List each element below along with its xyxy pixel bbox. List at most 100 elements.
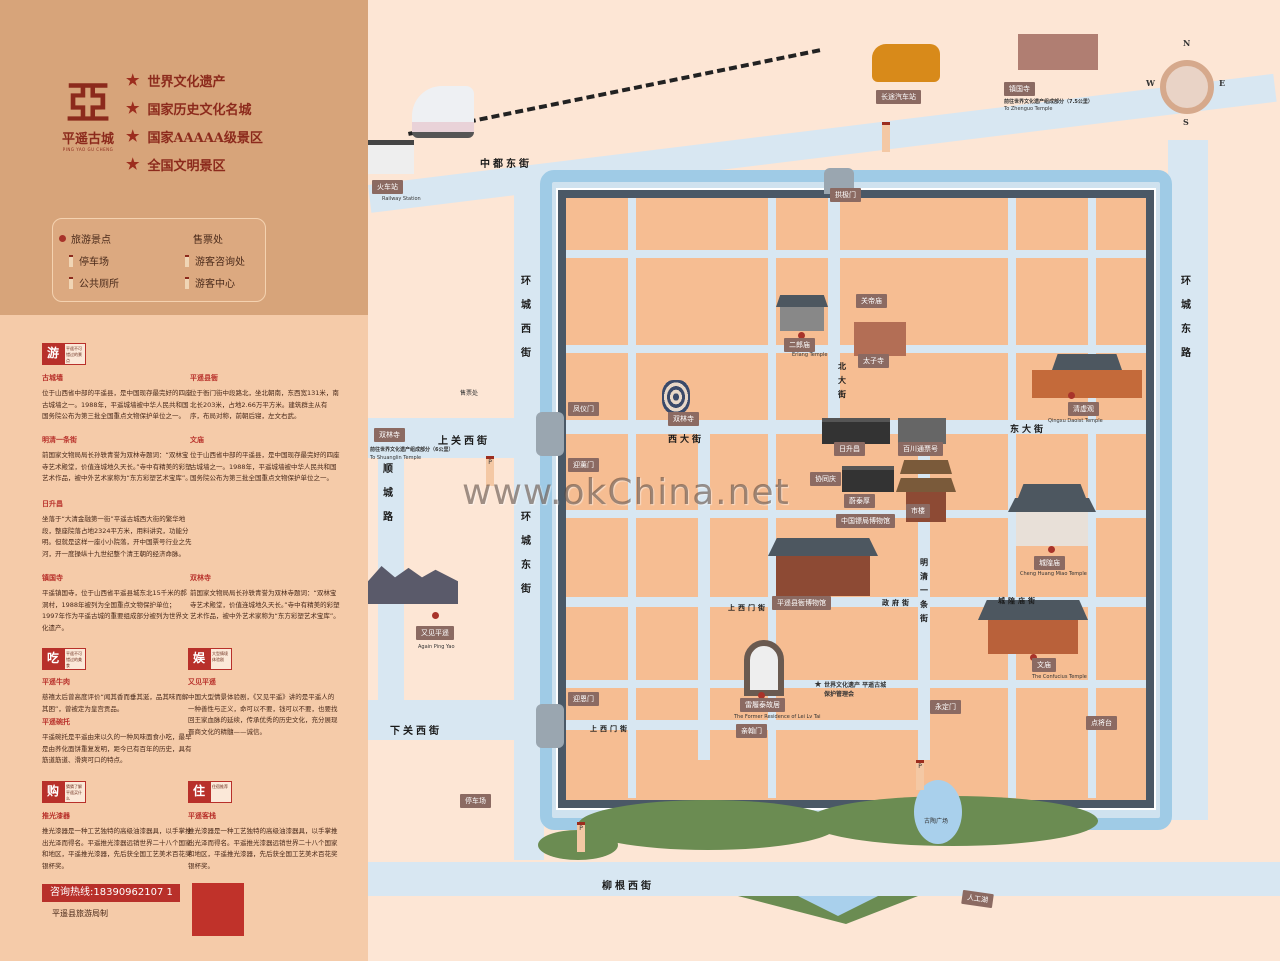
poi-shuanglin-temple-note: 前往世界文化遗产组成部分（6公里） [370,447,454,453]
info-panel-guide: 游 平遥不可错过的景点 古城墙位于山西省中部的平遥县，是中国现存最完好的四座古城… [0,315,368,961]
road-label-xidajie: 西大街 [668,435,705,445]
parking-sign-icon[interactable]: P [577,822,585,852]
poi-gongji-gate[interactable]: 拱极门 [830,188,861,202]
zhenguo-temple-building [1018,34,1098,70]
poi-shuanglin-temple[interactable]: 双林寺 [374,428,405,442]
attraction-marker[interactable] [798,332,805,339]
poi-again-pingyao-en: Again Ping Yao [418,644,455,650]
road-label-shangximen-alt: 上西门街 [728,604,768,612]
poi-railway-station[interactable]: 火车站 [372,180,403,194]
parking-sign-icon[interactable]: P [916,760,924,790]
section-badge-lodging: 住 住宿推荐 [188,781,232,803]
info-panel-header: 亞 平遥古城 PING YAO GU CHENG ★世界文化遗产 ★国家历史文化… [0,0,368,315]
brand-logo: 亞 平遥古城 PING YAO GU CHENG [58,78,118,153]
sign-post-icon [185,254,189,267]
train-icon [412,86,474,138]
poi-ticket-office: 售票处 [460,390,479,397]
honor-item: ★国家AAAAA级景区 [126,127,263,146]
weitaihou-building [842,466,894,492]
sign-post-icon [69,276,73,289]
attraction-marker[interactable] [432,612,439,619]
attraction-marker[interactable] [1030,654,1037,661]
poi-zhenguo-temple-en: To Zhenguo Temple [1004,106,1053,112]
green-park [578,800,838,850]
article: 平遥碗托平遥碗托是平遥由来以久的一种风味面食小吃，最早是由荞化面饼重复发明，距今… [42,718,192,764]
road-label-xiaguan: 下关西街 [390,726,442,737]
baichuantong-building [898,418,946,444]
poi-zhenguo-temple[interactable]: 镇国寺 [1004,82,1035,96]
poi-county-museum[interactable]: 平遥县衙博物馆 [772,596,831,610]
plaza-circle [914,780,962,844]
poi-parking-lot[interactable]: 停车场 [460,794,491,808]
attraction-marker[interactable] [1068,392,1075,399]
road-label-chenghuang: 城隍庙街 [998,597,1038,605]
brand-name: 平遥古城 [61,132,114,147]
poi-leilvtai-residence[interactable]: 雷履泰故居 [740,698,785,712]
article: 古城墙位于山西省中部的平遥县，是中国现存最完好的四座古城墙之一。1988年，平遥… [42,374,192,420]
article: 镇国寺平遥镇国寺，位于山西省平遥县城东北15千米的郝洞村，1988年被列为全国重… [42,574,189,632]
poi-fengyi-gate[interactable]: 凤仪门 [568,402,599,416]
poi-shuanglin-temple-en: To Shuanglin Temple [370,455,422,461]
road-label-shangximen: 上西门街 [590,725,630,733]
honor-item: ★国家历史文化名城 [126,99,252,118]
map-legend: 旅游景点 售票处 停车场 游客咨询处 公共厕所 游客中心 [52,218,266,302]
logo-gate-icon: 亞 [66,78,110,129]
road-label-zhongdu: 中都东街 [480,159,532,170]
poi-biaoju-museum[interactable]: 中国镖局博物馆 [836,514,895,528]
star-icon: ★ [814,680,823,690]
road-yamen [566,597,1146,607]
poi-guandi-temple[interactable]: 关帝庙 [856,294,887,308]
city-map[interactable]: P P P 中都东街 环城西街 环城东街 环城东路 上关西街 下关西街 顺城路 … [368,0,1280,961]
road-lane [1008,198,1016,798]
info-sign-icon[interactable] [882,122,890,152]
article: 平遥客栈推光漆器是一种工艺独特的高级油漆器具，以手掌推出光泽而得名。平遥推光漆器… [188,812,338,870]
poi-shilou[interactable]: 市楼 [906,504,930,518]
poi-baichuantong[interactable]: 百川通票号 [898,442,943,456]
poi-diaojiantai[interactable]: 点将台 [1086,716,1117,730]
poi-daxiu-gate[interactable]: 亲翰门 [736,724,767,738]
railway-station-building [368,140,414,174]
poi-shuanglin-pagoda[interactable]: 双林寺 [668,412,699,426]
poi-bus-station[interactable]: 长途汽车站 [876,90,921,104]
article: 平遥牛肉慈禧太后曾高度评价“闻其香而垂其涎，品其味而解其困”，曾被定为皇宫贡品。 [42,678,189,713]
poi-qingxu-temple[interactable]: 清虚观 [1068,402,1099,416]
poi-artificial-lake[interactable]: 人工湖 [961,889,994,909]
shuanglin-pagoda-icon [662,380,690,414]
poi-erlang-temple[interactable]: 二郎庙 [784,338,815,352]
poi-confucius-temple[interactable]: 文庙 [1032,658,1056,672]
article: 明清一条街前国家文物局局长孙轶青誉为双林寺题词：“双林宝寺艺术殿堂，价值连城地久… [42,436,192,482]
poi-taizi-temple[interactable]: 太子寺 [858,354,889,368]
poi-qingxu-temple-en: Qingxu Daoist Temple [1048,418,1103,424]
poi-leilvtai-residence-en: The Former Residence of Lei Lv Tai [734,714,821,720]
road-lane [1088,198,1096,798]
compass-east: E [1219,78,1226,88]
poi-jiaxun-gate[interactable]: 迎恩门 [568,692,599,706]
legend-item-parking: 停车场 [69,253,109,268]
road-label-liugen: 柳根西街 [602,881,654,892]
legend-item-ticket: 售票处 [193,235,223,246]
poi-rishengchang[interactable]: 日升昌 [834,442,865,456]
honors-list: ★世界文化遗产 ★国家历史文化名城 ★国家AAAAA级景区 ★全国文明景区 [126,66,263,178]
poi-chenghuang-temple[interactable]: 城隍庙 [1034,556,1065,570]
article: 又见平遥中国大型情景体验剧，《又见平遥》讲的是平遥人的一种善性与正义，命可以不要… [188,678,338,736]
article: 平遥县衙位于衙门街中段路北，坐北朝南，东西宽131米，南北长203米，占地2.6… [190,374,339,420]
rishengchang-building [822,418,890,444]
county-government-museum [768,538,878,596]
poi-railway-station-en: Railway Station [382,196,421,202]
erlang-temple-building [776,295,828,331]
poi-again-pingyao[interactable]: 又见平遥 [416,626,454,640]
bus-icon [872,44,940,82]
attraction-marker[interactable] [1048,546,1055,553]
road-huancheng-east [1168,140,1208,820]
poi-weitaihou[interactable]: 蔚泰厚 [844,494,875,508]
section-badge-shopping: 购 猜猜了解平遥买什么 [42,781,86,803]
parking-sign-icon[interactable]: P [486,456,494,486]
legend-item-info: 游客咨询处 [185,253,245,268]
road-label-beidajie: 北大街 [838,362,846,399]
sign-post-icon [69,254,73,267]
poi-xietongqing[interactable]: 协同庆 [810,472,841,486]
attraction-marker[interactable] [758,692,765,699]
poi-yingxun-gate[interactable]: 迎薰门 [568,458,599,472]
poi-yongding-gate[interactable]: 永定门 [930,700,961,714]
legend-item-toilet: 公共厕所 [69,275,119,290]
